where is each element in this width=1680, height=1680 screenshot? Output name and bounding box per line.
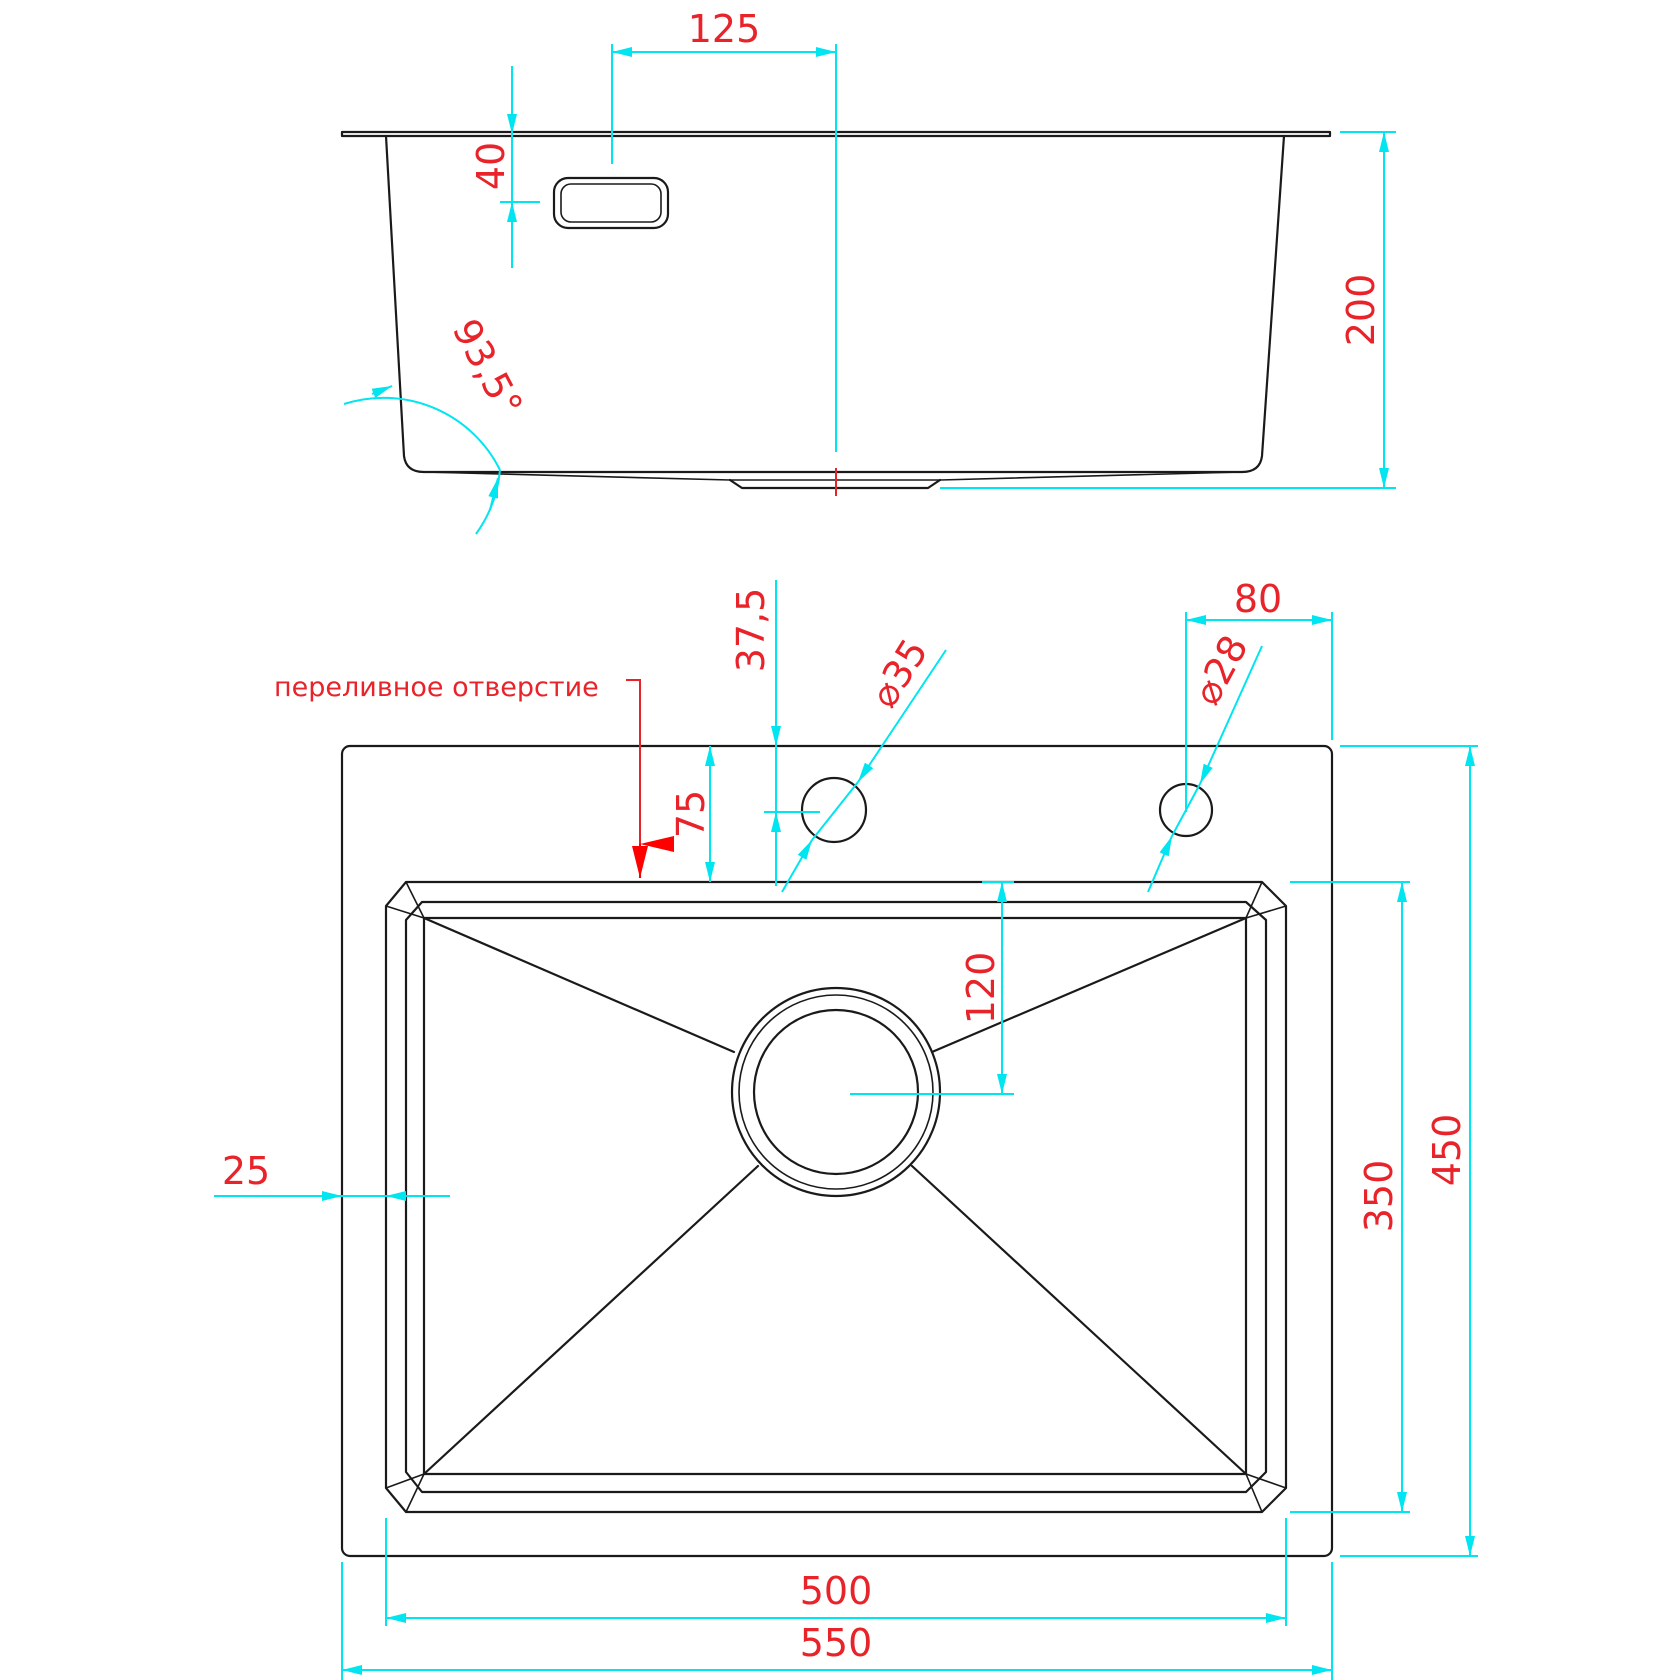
dim-d35-leader-bottom <box>781 839 813 893</box>
dim-200-label: 200 <box>1339 274 1383 347</box>
drain-outer-ring <box>730 986 942 1198</box>
dim-550-label: 550 <box>800 1621 873 1665</box>
dim-25-label: 25 <box>222 1149 270 1193</box>
dim-125-label: 125 <box>688 7 761 51</box>
angle-label: 93,5° <box>444 312 531 424</box>
dim-120-label: 120 <box>959 952 1003 1025</box>
faucet-hole-35 <box>800 776 868 844</box>
dim-500-label: 500 <box>800 1569 873 1613</box>
bowl-rim-inner <box>404 900 1268 1494</box>
angle-arrow-lower <box>488 477 499 511</box>
angle-arrow-upper <box>371 385 393 399</box>
dim-75-label: 75 <box>669 790 713 838</box>
side-bottom-slope <box>423 471 1243 481</box>
dim-d35-label: ⌀35 <box>861 631 936 715</box>
dim-350-label: 350 <box>1357 1160 1401 1233</box>
deck-outline <box>340 744 1334 1558</box>
overflow-arrow <box>626 679 674 852</box>
drain-inner-ring <box>752 1008 920 1176</box>
dim-80-label: 80 <box>1234 577 1282 621</box>
dim-d28-leader-bottom <box>1147 835 1173 893</box>
dim-40-label: 40 <box>469 142 513 190</box>
dim-d28-label: ⌀28 <box>1184 628 1256 712</box>
dim-d35-leader-top <box>857 649 947 783</box>
top-view: переливное отверстие 37,5 ⌀35 80 ⌀28 75 <box>214 577 1478 1680</box>
dim-37-5-label: 37,5 <box>729 588 773 673</box>
side-flange <box>340 130 1332 138</box>
dim-d28-span <box>1171 783 1201 837</box>
bowl-corner-lines <box>385 881 1287 1513</box>
drain-middle-ring <box>738 994 934 1190</box>
dim-d28-leader-top <box>1199 645 1263 785</box>
overflow-arrow-head <box>632 846 648 878</box>
side-bowl <box>384 134 1286 474</box>
dim-d35-span <box>811 781 859 841</box>
side-overflow-slot <box>552 176 670 230</box>
dim-450-label: 450 <box>1425 1114 1469 1187</box>
overflow-note: переливное отверстие <box>274 672 599 703</box>
side-overflow-slot-inner <box>560 183 662 223</box>
bowl-slope-lines <box>422 916 1248 1476</box>
angle-arc-upper <box>343 396 501 471</box>
side-view: 125 40 200 93,5° <box>340 7 1396 535</box>
angle-arc-lower <box>475 469 501 535</box>
